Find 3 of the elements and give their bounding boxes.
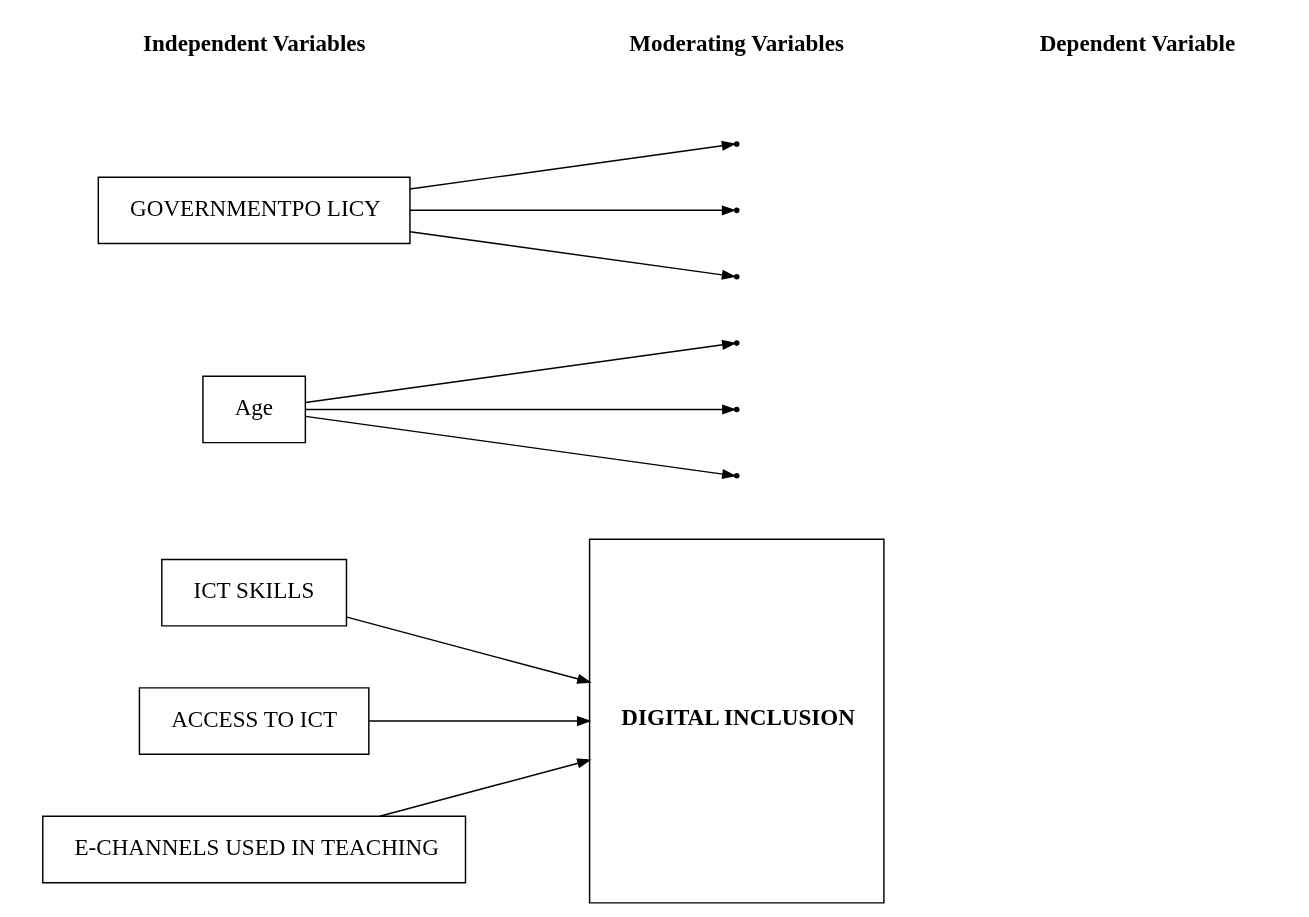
label: Independent Variables [143,30,366,57]
label: Moderating Variables [629,30,845,57]
label: Dependent Variable [1039,30,1236,57]
